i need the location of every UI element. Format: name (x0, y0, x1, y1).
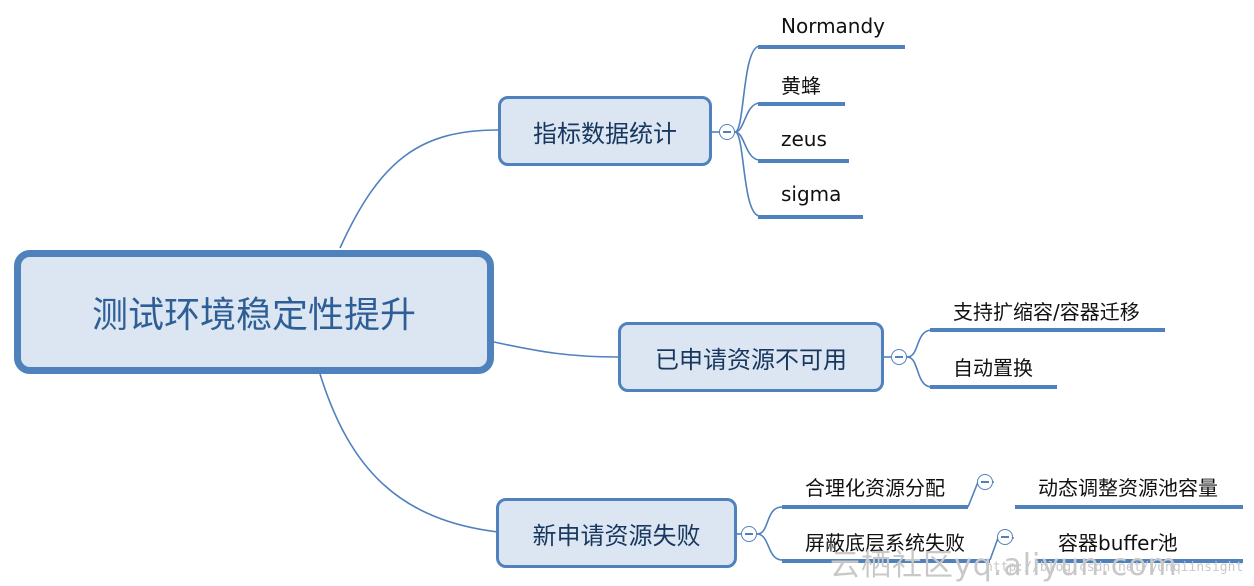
leaf-underline (930, 328, 1165, 332)
leaf-sigma[interactable]: sigma (781, 182, 842, 206)
connector-sigma (734, 131, 761, 217)
watermark-text: 云栖社区yq.aliyun.com (830, 548, 1178, 583)
leaf-dynamic-pool[interactable]: 动态调整资源池容量 (1038, 476, 1218, 500)
branch-node-unavailable[interactable]: 已申请资源不可用 (618, 322, 884, 392)
leaf-zeus[interactable]: zeus (781, 127, 827, 151)
collapse-toggle-icon[interactable] (719, 124, 735, 140)
leaf-underline (782, 505, 968, 509)
leaf-resource-allocation[interactable]: 合理化资源分配 (805, 476, 945, 500)
leaf-underline (758, 215, 863, 219)
connector-normandy (734, 45, 761, 133)
branch-node-metrics[interactable]: 指标数据统计 (498, 96, 712, 166)
branch-label: 新申请资源失败 (532, 521, 701, 550)
leaf-underline (1035, 559, 1243, 563)
leaf-auto-replace[interactable]: 自动置换 (953, 356, 1033, 380)
connector-scaling (906, 329, 933, 358)
root-node[interactable]: 测试环境稳定性提升 (14, 250, 494, 374)
leaf-underline (758, 102, 845, 106)
collapse-toggle-icon[interactable] (977, 474, 993, 490)
branch-node-request-failure[interactable]: 新申请资源失败 (496, 498, 737, 568)
connector-replace (906, 356, 933, 388)
leaf-huangfeng[interactable]: 黄蜂 (781, 74, 821, 98)
connector-root-branch2 (493, 341, 619, 358)
connector-shield (756, 533, 783, 561)
collapse-toggle-icon[interactable] (891, 349, 907, 365)
branch-label: 已申请资源不可用 (655, 345, 847, 374)
leaf-underline (1015, 505, 1243, 509)
leaf-underline (782, 559, 990, 563)
leaf-underline (758, 159, 849, 163)
connector-root-branch1 (339, 129, 499, 249)
leaf-underline (930, 385, 1057, 389)
leaf-underline (758, 45, 905, 49)
branch-label: 指标数据统计 (533, 119, 677, 148)
collapse-toggle-icon[interactable] (997, 529, 1013, 545)
root-label: 测试环境稳定性提升 (91, 295, 416, 336)
leaf-buffer-pool[interactable]: 容器buffer池 (1058, 531, 1178, 555)
leaf-normandy[interactable]: Normandy (781, 14, 886, 38)
leaf-shield-failures[interactable]: 屏蔽底层系统失败 (805, 531, 965, 555)
watermark-url: http://blog.csdn.net/yunqiinsight (985, 560, 1244, 575)
leaf-scaling-migration[interactable]: 支持扩缩容/容器迁移 (953, 300, 1140, 324)
connector-huangfeng (734, 102, 761, 133)
collapse-toggle-icon[interactable] (741, 526, 757, 542)
connector-root-branch3 (319, 373, 499, 533)
connector-allocation (756, 506, 783, 535)
